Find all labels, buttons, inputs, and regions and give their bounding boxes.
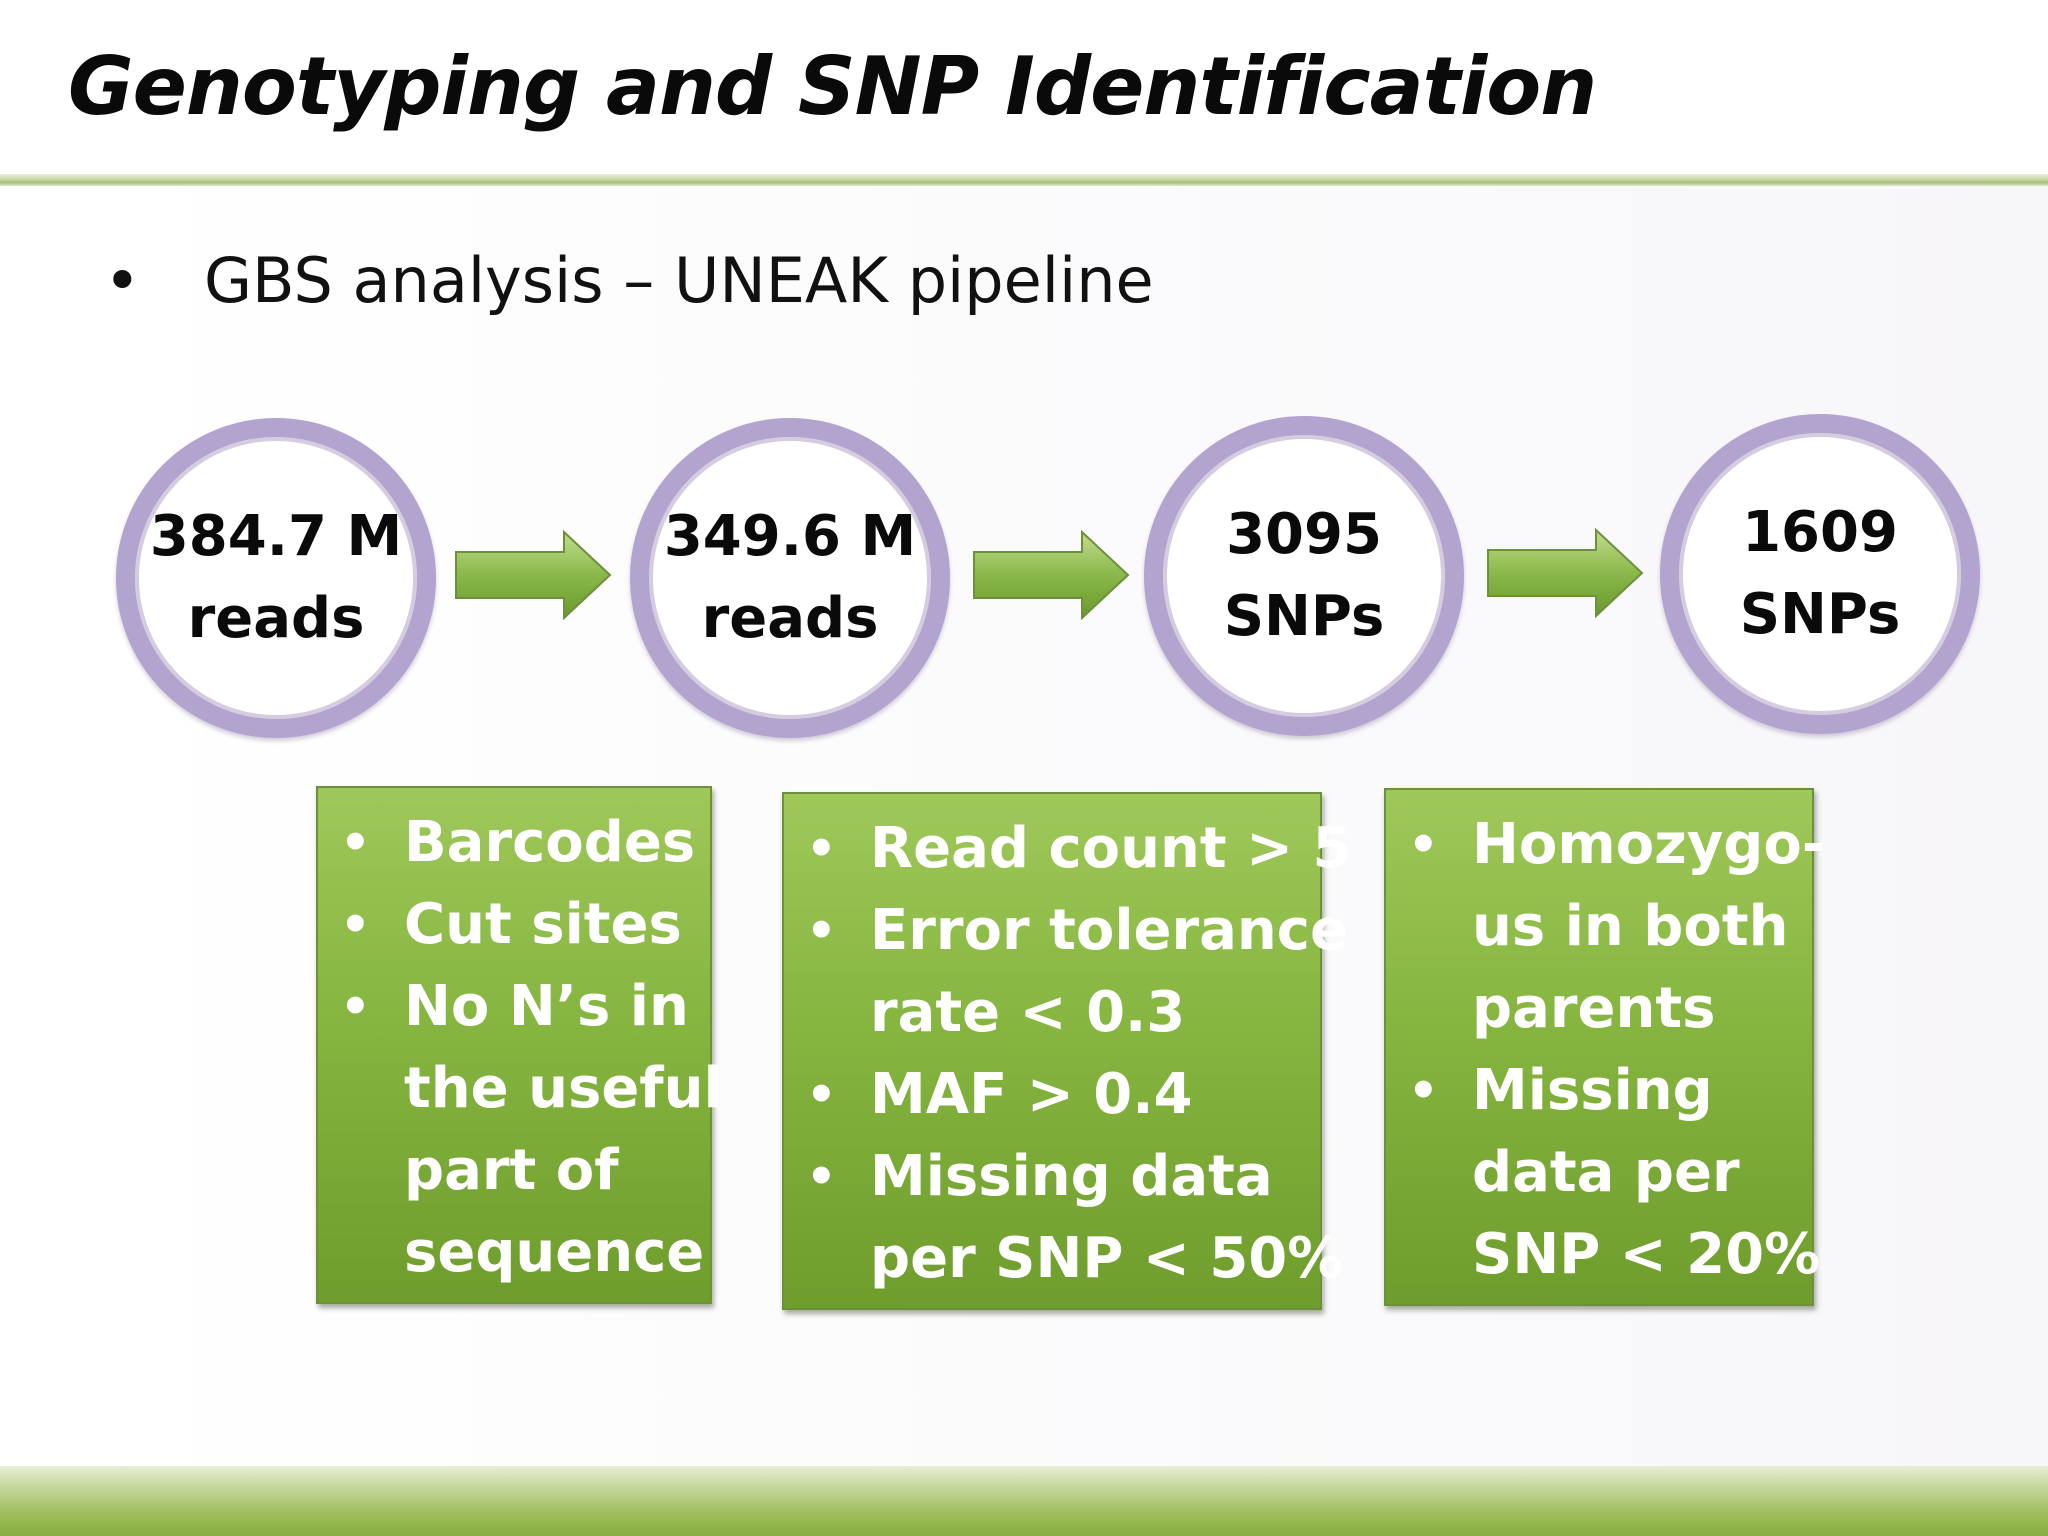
arrow-right-icon [973,530,1130,620]
stage-circle-2: 349.6 M reads [630,418,950,738]
stage-unit: SNPs [1223,584,1385,649]
filter-item: Homozygo- us in both parents [1386,804,1825,1050]
filter-item: MAF > 0.4 [784,1054,1320,1136]
filter-box-2: Read count > 5 Error tolerance rate < 0.… [782,792,1352,1310]
bullet-text: GBS analysis – UNEAK pipeline [204,244,1154,317]
filter-item: Error tolerance rate < 0.3 [784,890,1348,1054]
footer-bar [0,1466,2048,1536]
filter-item: No N’s in the useful part of sequence [318,966,723,1294]
filter-box-3: Homozygo- us in both parents Missing dat… [1384,788,1825,1306]
title-divider [0,174,2048,186]
stage-circle-3: 3095 SNPs [1144,416,1464,736]
filter-item: Missing data per SNP < 50% [784,1136,1343,1300]
filter-item: Read count > 5 [784,808,1352,890]
stage-unit: SNPs [1739,582,1901,647]
stage-unit: reads [187,586,365,651]
bullet-icon: • [104,244,141,317]
stage-value: 349.6 M [663,504,917,569]
stage-value: 1609 [1742,500,1898,565]
filter-item: Cut sites [318,884,710,966]
arrow-right-icon [455,530,612,620]
stage-circle-4: 1609 SNPs [1660,414,1980,734]
stage-value: 384.7 M [149,504,403,569]
stage-unit: reads [701,586,879,651]
filter-item: Missing data per SNP < 20% [1386,1050,1820,1296]
filter-box-1: Barcodes Cut sites No N’s in the useful … [316,786,723,1304]
filter-item: Barcodes [318,802,710,884]
stage-value: 3095 [1226,502,1382,567]
stage-circle-1: 384.7 M reads [116,418,436,738]
slide-title: Genotyping and SNP Identification [68,40,1597,133]
arrow-right-icon [1487,528,1644,618]
